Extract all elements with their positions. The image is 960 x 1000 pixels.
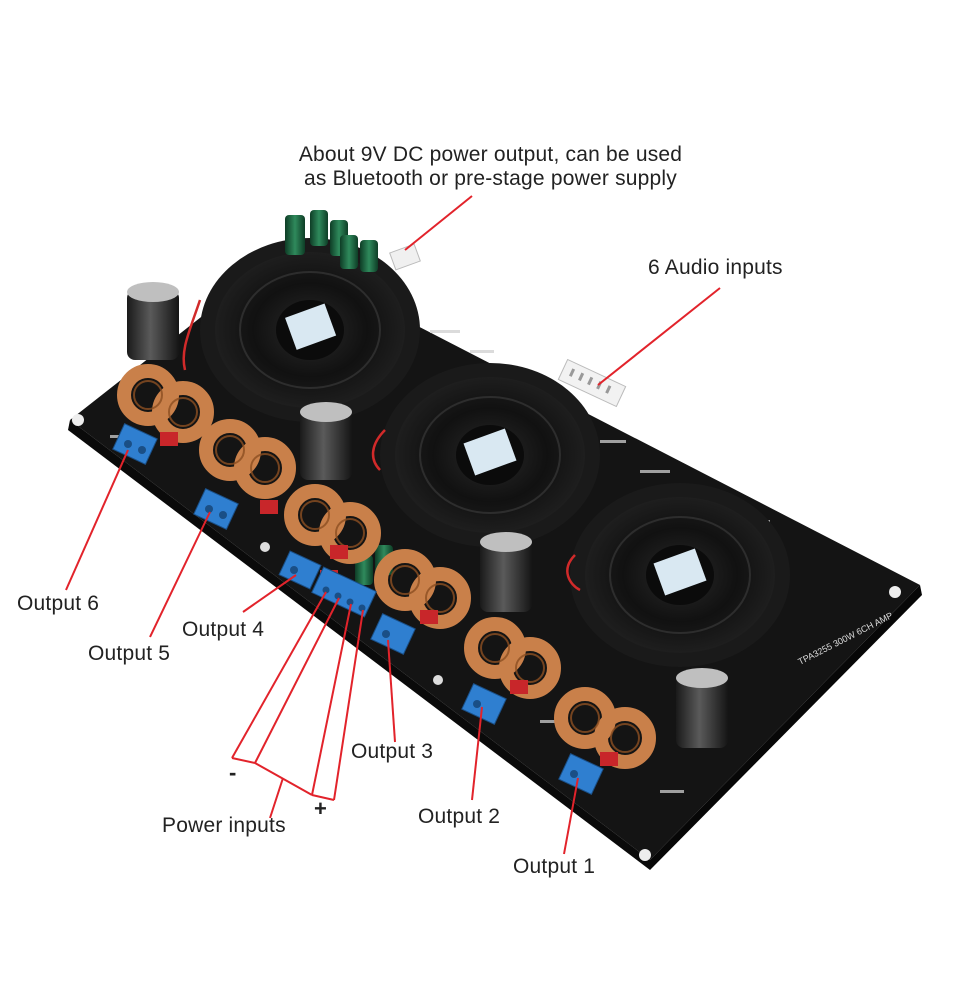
mounting-hole bbox=[433, 675, 443, 685]
output-3-terminal bbox=[370, 613, 416, 655]
output-5-label: Output 5 bbox=[88, 642, 171, 665]
power-inputs-label: Power inputs bbox=[162, 814, 286, 837]
audio-inputs-label: 6 Audio inputs bbox=[648, 256, 783, 279]
mounting-hole bbox=[72, 414, 84, 426]
electrolytic-capacitor bbox=[480, 532, 532, 612]
output-5-terminal bbox=[193, 488, 239, 530]
output-2-label: Output 2 bbox=[418, 805, 501, 828]
electrolytic-capacitor bbox=[300, 402, 352, 480]
output-3-label: Output 3 bbox=[351, 740, 434, 763]
toroid-inductors bbox=[117, 364, 656, 769]
output-4-terminal bbox=[278, 550, 322, 590]
minus-sign-label: - bbox=[229, 760, 237, 785]
power-input-terminal bbox=[311, 566, 377, 618]
dc-output-connector bbox=[389, 243, 421, 271]
mounting-hole bbox=[260, 542, 270, 552]
heatsink-fan bbox=[570, 483, 790, 667]
dc-output-callout-line2: as Bluetooth or pre-stage power supply bbox=[304, 167, 677, 190]
electrolytic-capacitor bbox=[676, 668, 728, 748]
plus-sign-label: + bbox=[314, 796, 327, 821]
output-4-label: Output 4 bbox=[182, 618, 265, 641]
output-6-label: Output 6 bbox=[17, 592, 100, 615]
output-6-terminal bbox=[112, 423, 158, 465]
heatsink-fan bbox=[380, 363, 600, 547]
callout-lines bbox=[65, 195, 721, 855]
dc-output-callout-line1: About 9V DC power output, can be used bbox=[298, 143, 683, 166]
output-1-label: Output 1 bbox=[513, 855, 596, 878]
mounting-hole bbox=[639, 849, 651, 861]
mounting-hole bbox=[889, 586, 901, 598]
output-2-terminal bbox=[461, 683, 507, 725]
electrolytic-capacitor bbox=[127, 282, 179, 360]
heatsink-fan bbox=[200, 238, 420, 422]
output-1-terminal bbox=[558, 753, 604, 795]
